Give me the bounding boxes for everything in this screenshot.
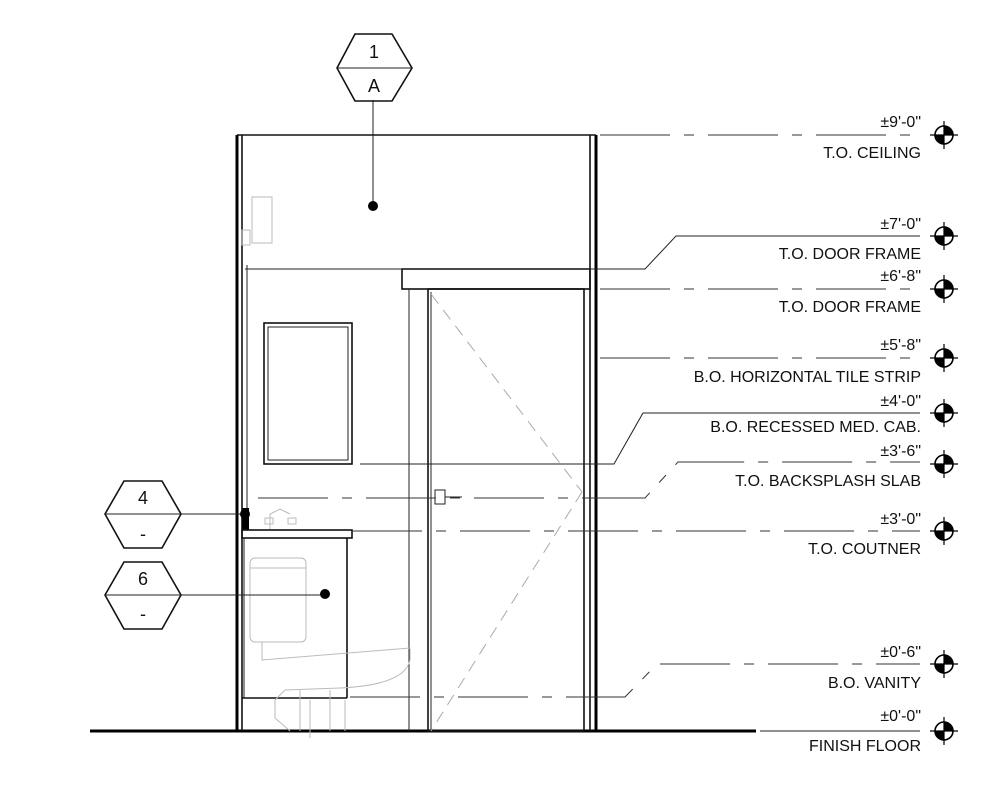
level-datum-icon bbox=[930, 399, 958, 427]
level-datum-icon bbox=[930, 650, 958, 678]
level-value: ±0'-0" bbox=[880, 708, 921, 725]
level-datum-symbols bbox=[930, 121, 958, 745]
dispenser bbox=[241, 196, 273, 246]
level-value: ±6'-8" bbox=[880, 268, 921, 285]
level-datum-icon bbox=[930, 222, 958, 250]
level-datum-icon bbox=[930, 450, 958, 478]
level-name: T.O. BACKSPLASH SLAB bbox=[735, 473, 921, 490]
elevation-tag-number: 1 bbox=[369, 42, 379, 62]
level-value: ±4'-0" bbox=[880, 393, 921, 410]
level-value: ±0'-6" bbox=[880, 644, 921, 661]
level-labels: ±9'-0" T.O. CEILING ±7'-0" T.O. DOOR FRA… bbox=[694, 114, 922, 755]
door bbox=[427, 288, 585, 732]
backsplash-slab bbox=[242, 508, 249, 530]
faucet bbox=[264, 508, 297, 529]
door-handle bbox=[434, 489, 462, 505]
level-value: ±3'-0" bbox=[880, 511, 921, 528]
section-tag-number: 6 bbox=[138, 569, 148, 589]
level-datum-icon bbox=[930, 517, 958, 545]
section-tag-number: 4 bbox=[138, 488, 148, 508]
level-value: ±7'-0" bbox=[880, 216, 921, 233]
counter bbox=[241, 529, 353, 539]
level-datum-icon bbox=[930, 717, 958, 745]
level-datum-icon bbox=[930, 344, 958, 372]
level-value: ±5'-8" bbox=[880, 337, 921, 354]
level-name: B.O. VANITY bbox=[828, 675, 921, 692]
level-name: FINISH FLOOR bbox=[809, 738, 921, 755]
level-name: B.O. RECESSED MED. CAB. bbox=[710, 419, 921, 436]
recessed-medicine-cabinet bbox=[263, 322, 353, 465]
section-tag-sheet: - bbox=[140, 524, 146, 544]
section-tag-6: 6 - bbox=[104, 561, 182, 630]
level-datum-icon bbox=[930, 275, 958, 303]
level-name: T.O. COUTNER bbox=[808, 541, 921, 558]
level-lines bbox=[245, 134, 920, 732]
vanity bbox=[242, 538, 348, 699]
elevation-tag-sheet: A bbox=[368, 76, 380, 96]
level-name: T.O. CEILING bbox=[823, 145, 921, 162]
toilet bbox=[249, 557, 411, 738]
door-header bbox=[401, 268, 591, 290]
elevation-tag: 1 A bbox=[336, 33, 413, 102]
level-name: T.O. DOOR FRAME bbox=[779, 246, 921, 263]
level-datum-icon bbox=[930, 121, 958, 149]
section-tag-leaders bbox=[181, 509, 330, 599]
level-value: ±3'-6" bbox=[880, 443, 921, 460]
elevation-tag-leader bbox=[368, 100, 378, 211]
level-value: ±9'-0" bbox=[880, 114, 921, 131]
section-tag-sheet: - bbox=[140, 604, 146, 624]
section-tag-4: 4 - bbox=[104, 480, 182, 549]
level-name: T.O. DOOR FRAME bbox=[779, 299, 921, 316]
level-name: B.O. HORIZONTAL TILE STRIP bbox=[694, 369, 921, 386]
